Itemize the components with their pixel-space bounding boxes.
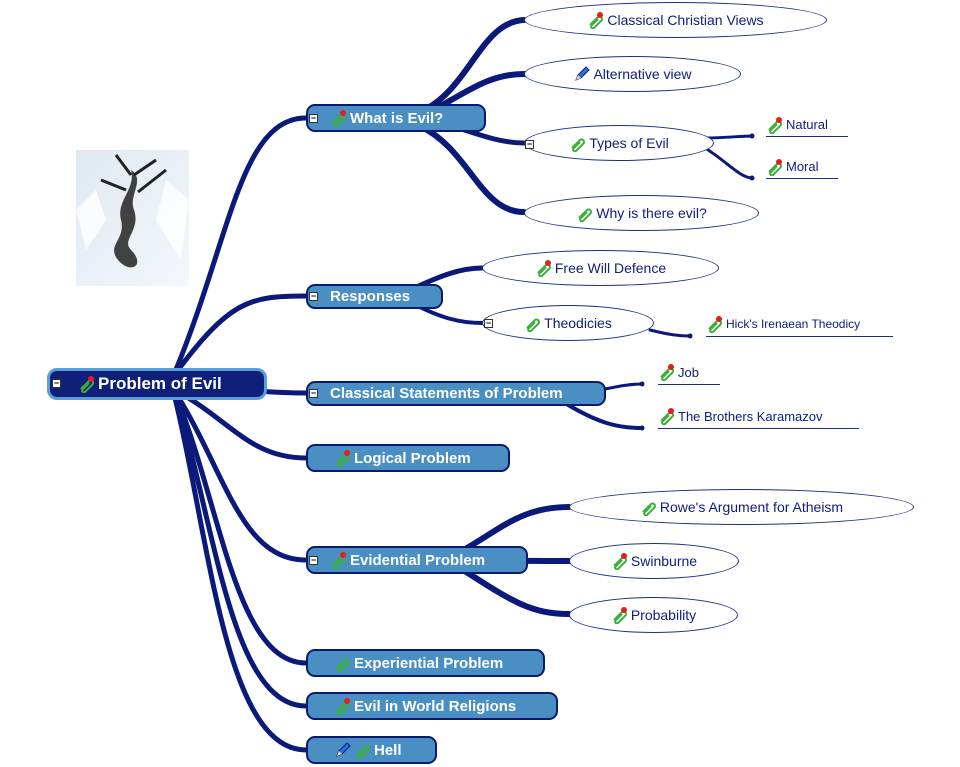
link-types-natural [703,134,754,140]
branch-label: Logical Problem [354,449,471,467]
branch-what-is-evil[interactable]: What is Evil? [306,104,486,132]
attachment-clip-icon [658,407,676,426]
branch-label: Evil in World Religions [354,697,517,715]
devil-figure-image [76,150,189,286]
branch-evidential-problem[interactable]: Evidential Problem [306,546,528,574]
branch-label: Responses [330,288,411,305]
attachment-clip-icon [535,259,553,278]
node-theodicies[interactable]: Theodicies [482,305,654,341]
node-brothers-karamazov[interactable]: The Brothers Karamazov [658,404,859,429]
branch-label: Hell [374,741,402,759]
link-root-hell [172,395,309,753]
link-root-logical [172,387,309,461]
node-why-is-there-evil[interactable]: Why is there evil? [524,195,759,231]
attachment-clip-icon [330,551,348,570]
link-root-religions [172,393,309,709]
collapse-toggle[interactable]: − [52,378,61,388]
collapse-toggle[interactable]: − [309,388,318,398]
root-label: Problem of Evil [98,374,222,393]
attachment-clip-icon [334,697,352,716]
collapse-toggle[interactable]: − [484,318,493,328]
link-classical-brothers [558,398,644,430]
attachment-clip-icon [334,654,352,673]
branch-label: Experiential Problem [354,654,504,672]
branch-logical-problem[interactable]: Logical Problem [306,444,510,472]
collapse-toggle[interactable]: − [309,113,318,123]
node-rowes-argument[interactable]: Rowe's Argument for Atheism [569,489,914,525]
node-alternative-view[interactable]: Alternative view [524,56,741,92]
attachment-clip-icon [640,498,658,517]
branch-classical-statements[interactable]: Classical Statements of Problem [306,381,606,406]
collapse-toggle[interactable]: − [525,139,534,149]
branch-label: What is Evil? [350,109,444,127]
collapse-toggle[interactable]: − [309,555,318,565]
attachment-clip-icon [706,315,724,334]
attachment-clip-icon [766,158,784,176]
link-what-classical [417,17,527,115]
node-types-of-evil[interactable]: Types of Evil [524,125,714,161]
root-node[interactable]: Problem of Evil [47,368,267,400]
link-root-evidential [172,389,309,563]
attachment-clip-icon [334,449,352,468]
branch-experiential-problem[interactable]: Experiential Problem [306,649,545,677]
attachment-clip-icon [587,11,605,30]
link-root-responses [172,293,309,377]
link-root-experiential [172,391,309,666]
branch-evil-in-world-religions[interactable]: Evil in World Religions [306,692,558,720]
branch-label: Classical Statements of Problem [330,385,563,402]
attachment-clip-icon [576,204,594,223]
node-natural[interactable]: Natural [766,113,848,137]
attachment-clip-icon [569,134,587,153]
node-job[interactable]: Job [658,360,720,385]
attachment-clip-icon [658,363,676,382]
branch-label: Evidential Problem [350,551,486,569]
branch-hell[interactable]: Hell [306,736,437,764]
attachment-clip-icon [330,109,348,128]
pencil-icon [573,65,591,83]
node-classical-christian-views[interactable]: Classical Christian Views [524,2,827,38]
attachment-clip-icon [524,314,542,333]
link-root-what [172,115,309,375]
attachment-clip-icon [78,375,96,394]
node-free-will-defence[interactable]: Free Will Defence [482,250,719,286]
pencil-icon [334,741,352,759]
attachment-clip-icon [766,116,784,134]
link-classical-job [598,382,644,392]
branch-responses[interactable]: Responses [306,284,443,309]
collapse-toggle[interactable]: − [309,291,318,301]
node-swinburne[interactable]: Swinburne [569,543,739,579]
link-evidential-probability [457,565,572,617]
node-moral[interactable]: Moral [766,155,838,179]
attachment-clip-icon [611,552,629,571]
link-what-why [417,123,527,215]
node-probability[interactable]: Probability [569,597,738,633]
attachment-clip-icon [354,741,372,760]
link-types-moral [703,146,754,180]
link-evidential-rowe [457,504,572,555]
link-theodicies-hick [648,328,692,338]
attachment-clip-icon [611,606,629,625]
node-hicks-irenaean-theodicy[interactable]: Hick's Irenaean Theodicy [706,312,893,337]
